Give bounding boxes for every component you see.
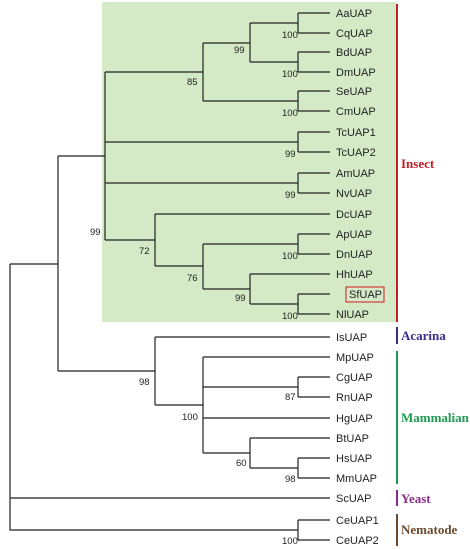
taxon-label: CmUAP <box>336 106 376 118</box>
taxon-label: CgUAP <box>336 372 373 384</box>
yeast-group-label: Yeast <box>401 491 431 506</box>
taxon-label: NlUAP <box>336 309 369 321</box>
taxon-label: DmUAP <box>336 67 376 79</box>
bootstrap-value: 98 <box>285 474 296 485</box>
bootstrap-value: 60 <box>236 458 247 469</box>
taxon-label: RnUAP <box>336 392 373 404</box>
branch-yeast <box>9 263 330 499</box>
branch-root <box>9 498 298 531</box>
bootstrap-value: 87 <box>285 392 296 403</box>
bootstrap-values: 100 99 100 85 100 99 99 99 72 100 76 99 … <box>90 30 298 547</box>
taxon-label: CeUAP1 <box>336 515 379 527</box>
insect-group-label: Insect <box>401 156 435 171</box>
branch-hs-mm <box>297 457 330 479</box>
taxon-label: CeUAP2 <box>336 535 379 547</box>
bootstrap-value: 99 <box>285 190 296 201</box>
bootstrap-value: 100 <box>282 69 298 80</box>
taxon-label: BtUAP <box>336 433 369 445</box>
bootstrap-value: 99 <box>285 149 296 160</box>
taxon-label: NvUAP <box>336 188 372 200</box>
bootstrap-value: 85 <box>187 77 198 88</box>
taxon-label: DcUAP <box>336 209 372 221</box>
taxon-label: CqUAP <box>336 28 373 40</box>
bootstrap-value: 99 <box>90 227 101 238</box>
taxon-label: MmUAP <box>336 473 377 485</box>
bootstrap-value: 100 <box>282 536 298 547</box>
bootstrap-value: 98 <box>139 377 150 388</box>
nematode-group-label: Nematode <box>401 522 458 537</box>
bootstrap-value: 100 <box>182 412 198 423</box>
mammalian-group-label: Mammalian <box>401 410 470 425</box>
group-brackets: Insect Acarina Mammalian Yeast Nematode <box>396 4 470 546</box>
branch-insect-root <box>104 71 298 241</box>
taxon-label: AaUAP <box>336 8 372 20</box>
sfuap-highlight-box <box>345 286 385 303</box>
taxon-label: IsUAP <box>336 332 367 344</box>
bootstrap-value: 99 <box>234 45 245 56</box>
branch-ce <box>297 519 330 541</box>
taxon-label: MpUAP <box>336 352 374 364</box>
taxon-label: HhUAP <box>336 269 373 281</box>
branch-mammal-core <box>202 356 330 454</box>
tree-branches <box>9 12 330 541</box>
taxon-label: ScUAP <box>336 493 371 505</box>
bootstrap-value: 100 <box>282 251 298 262</box>
bootstrap-value: 76 <box>187 273 198 284</box>
taxon-label: HgUAP <box>336 413 373 425</box>
branch-cg-rn <box>297 376 330 398</box>
taxon-label: TcUAP2 <box>336 147 376 159</box>
bootstrap-value: 72 <box>139 246 150 257</box>
taxon-labels: AaUAP CqUAP BdUAP DmUAP SeUAP CmUAP TcUA… <box>336 8 385 547</box>
taxon-label: AmUAP <box>336 168 375 180</box>
taxon-label: TcUAP1 <box>336 127 376 139</box>
taxon-label: BdUAP <box>336 47 372 59</box>
acarina-group-label: Acarina <box>401 328 446 343</box>
bootstrap-value: 100 <box>282 30 298 41</box>
bootstrap-value: 100 <box>282 311 298 322</box>
taxon-label: SeUAP <box>336 86 372 98</box>
bootstrap-value: 99 <box>235 293 246 304</box>
bootstrap-value: 100 <box>282 108 298 119</box>
taxon-label: HsUAP <box>336 453 372 465</box>
taxon-label-highlighted: SfUAP <box>349 289 382 301</box>
taxon-label: DnUAP <box>336 249 373 261</box>
branch-bt-mm <box>249 437 330 469</box>
branch-mammal-is <box>154 336 330 406</box>
taxon-label: ApUAP <box>336 229 372 241</box>
